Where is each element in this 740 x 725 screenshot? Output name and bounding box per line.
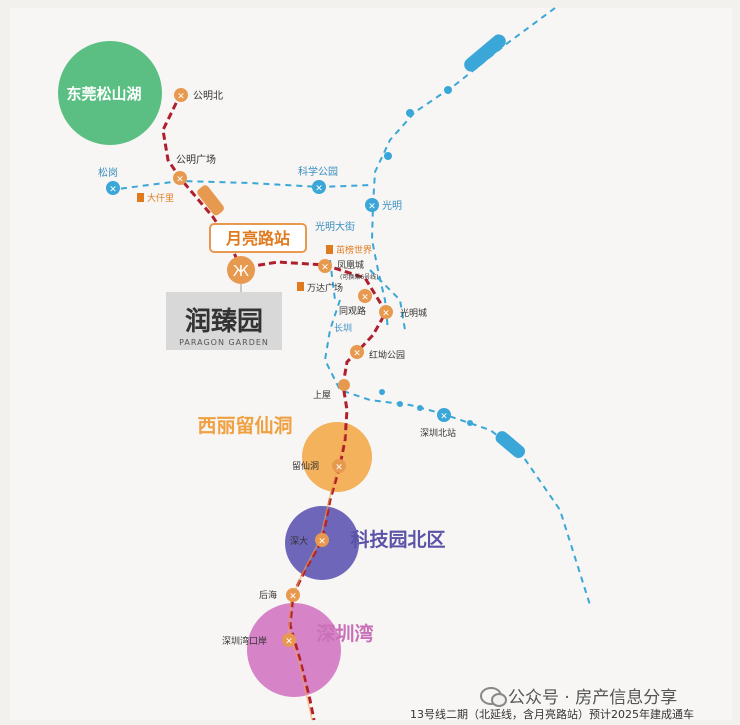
svg-text:✕: ✕ xyxy=(289,592,297,602)
blue-dots xyxy=(379,86,473,426)
label-fenghuang: 凤凰城 xyxy=(337,260,364,271)
label-dashiyuan: 大仟里 xyxy=(147,192,174,204)
station-shenzhennorth-icon: ✕ xyxy=(437,408,451,422)
xili-area xyxy=(302,422,372,492)
line13-underlay xyxy=(288,429,346,721)
svg-text:✕: ✕ xyxy=(382,309,390,319)
svg-text:✕: ✕ xyxy=(285,637,293,647)
svg-text:✕: ✕ xyxy=(176,175,184,185)
project-name: 润臻园 xyxy=(185,306,263,337)
label-transfer-note: (可换乘6号线) xyxy=(340,273,379,281)
label-hongying: 红坳公园 xyxy=(369,349,405,361)
label-shenzhenwan-port: 深圳湾口岸 xyxy=(222,635,267,647)
label-shenzhen-north: 深圳北站 xyxy=(420,427,456,439)
line13-stations: ✕ ✕ ✕ ✕ ✕ ✕ ✕ ✕ ✕ ✕ xyxy=(173,88,393,647)
label-changzhen: 长圳 xyxy=(334,322,352,334)
wechat-text: 公众号 · 房产信息分享 xyxy=(508,688,678,708)
blue-line-tag-2 xyxy=(495,431,526,459)
station-shangwu-icon xyxy=(338,379,350,391)
station-hongying-icon: ✕ xyxy=(350,345,364,359)
label-guangming-street: 光明大街 xyxy=(315,220,355,233)
shenzhenwan-area xyxy=(247,603,341,697)
station-shenzhenwan-icon: ✕ xyxy=(282,633,296,647)
wanda-marker xyxy=(297,282,304,291)
blue-line-connector xyxy=(329,259,336,301)
label-liuxiandong: 留仙洞 xyxy=(292,460,319,472)
svg-text:✕: ✕ xyxy=(177,92,185,102)
area-xili: 西丽留仙洞 xyxy=(197,414,292,437)
blue-line-south xyxy=(323,299,591,606)
svg-text:✕: ✕ xyxy=(368,202,376,212)
label-guangming: 光明 xyxy=(382,199,402,212)
yueliang-label-box xyxy=(209,223,307,253)
blue-line-songgang xyxy=(109,179,373,191)
station-guangmingcity-icon: ✕ xyxy=(379,305,393,319)
area-songshanhu: 东莞松山湖 xyxy=(66,85,141,103)
blue-line-tag-1 xyxy=(464,34,506,72)
wechat-watermark: 公众号 · 房产信息分享 xyxy=(480,683,677,708)
wechat-icon xyxy=(480,686,507,707)
line13-tag xyxy=(197,185,224,216)
yueliang-station-label: 月亮路站 xyxy=(225,229,290,248)
blue-lines xyxy=(109,7,591,606)
station-kexue-icon: ✕ xyxy=(312,180,326,194)
poi-markers xyxy=(137,193,333,291)
station-tongguan-icon: ✕ xyxy=(358,289,372,303)
station-fenghuang-icon: ✕ xyxy=(318,259,332,273)
svg-text:✕: ✕ xyxy=(318,537,326,547)
svg-text:✕: ✕ xyxy=(361,293,369,303)
label-guangming-city: 光明城 xyxy=(400,307,427,319)
project-name-en: PARAGON GARDEN xyxy=(179,338,269,347)
svg-text:✕: ✕ xyxy=(335,463,343,473)
dashiyuan-marker xyxy=(137,193,144,202)
label-songgang: 松岗 xyxy=(98,166,118,179)
label-kexue: 科学公园 xyxy=(298,165,338,178)
label-tongguan: 同观路 xyxy=(339,305,366,317)
blue-line-branch xyxy=(369,269,406,331)
labels: 东莞松山湖 西丽留仙洞 科技园北区 深圳湾 月亮路站 润臻园 PARAGON G… xyxy=(66,85,456,647)
area-keji: 科技园北区 xyxy=(350,528,445,551)
station-gongming-north-icon: ✕ xyxy=(174,88,188,102)
svg-text:✕: ✕ xyxy=(321,263,329,273)
label-wanda: 万达广场 xyxy=(307,282,343,294)
svg-text:✕: ✕ xyxy=(440,412,448,422)
svg-text:✕: ✕ xyxy=(315,184,323,194)
songshanhu-area xyxy=(58,41,162,145)
area-shenzhenwan: 深圳湾 xyxy=(316,622,373,645)
station-liuxiandong-icon: ✕ xyxy=(332,459,346,473)
label-shenda: 深大 xyxy=(290,535,308,547)
station-songgang-icon: ✕ xyxy=(106,181,120,195)
zhiliu-marker xyxy=(326,245,333,254)
station-houhai-icon: ✕ xyxy=(286,588,300,602)
station-gongming-square-icon: ✕ xyxy=(173,171,187,185)
label-zhiliu: 茁榜世界 xyxy=(336,244,372,256)
yueliang-station-icon xyxy=(227,256,255,284)
project-box xyxy=(166,292,282,350)
svg-text:✕: ✕ xyxy=(109,185,117,195)
blue-stations: ✕ ✕ ✕ ✕ xyxy=(106,180,451,422)
label-gongming-north: 公明北 xyxy=(193,90,223,102)
station-shenda-icon: ✕ xyxy=(315,533,329,547)
station-guangming-icon: ✕ xyxy=(365,198,379,212)
svg-text:✕: ✕ xyxy=(353,349,361,359)
label-shangwu: 上屋 xyxy=(313,390,331,401)
footer-note: 13号线二期（北延线，含月亮路站）预计2025年建成通车 xyxy=(410,708,694,721)
label-houhai: 后海 xyxy=(259,589,277,601)
metro-logo-icon: Ж xyxy=(233,262,249,280)
label-gongming-square: 公明广场 xyxy=(176,153,216,166)
